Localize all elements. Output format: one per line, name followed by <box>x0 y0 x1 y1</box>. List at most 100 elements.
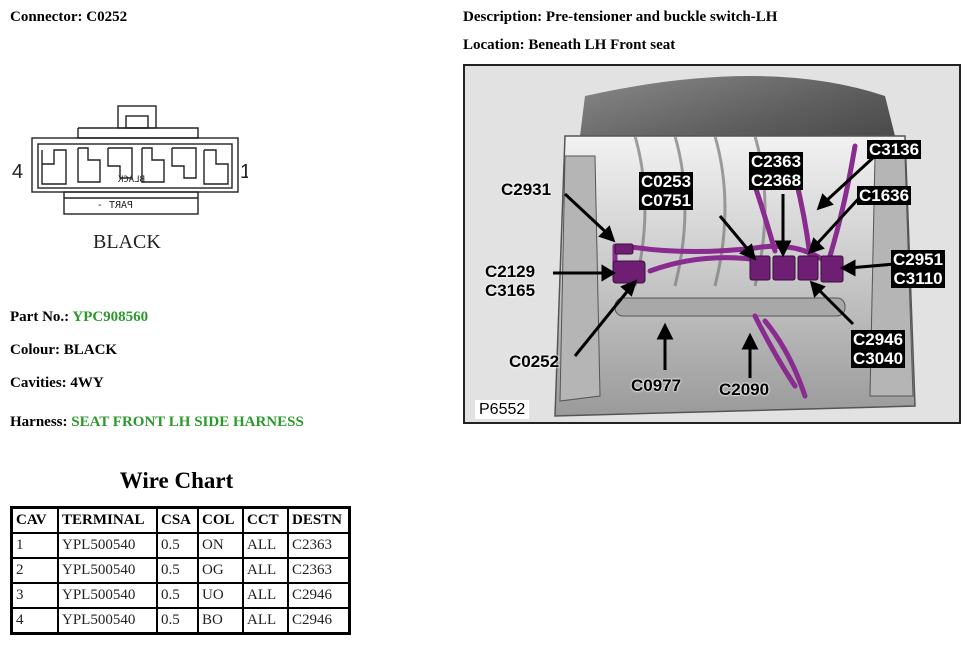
col-header-cct: CCT <box>242 506 289 534</box>
cell-cav: 1 <box>10 532 59 559</box>
cell-terminal: YPL500540 <box>57 557 158 584</box>
callout-c2951-c3110[interactable]: C2951 C3110 <box>891 250 946 288</box>
cavity-1 <box>203 149 229 185</box>
callout-c3110: C3110 <box>893 269 943 288</box>
connector-c2363[interactable] <box>772 255 796 281</box>
callout-arrows <box>553 154 896 378</box>
table-row: 1 YPL500540 0.5 ON ALL C2363 <box>10 532 351 559</box>
connector-header: Connector: C0252 <box>10 9 127 26</box>
callout-c2090[interactable]: C2090 <box>719 380 770 399</box>
cell-terminal: YPL500540 <box>57 582 158 609</box>
harness-label: Harness: <box>10 414 68 430</box>
pin-1-label: 1 <box>240 161 248 183</box>
part-number-label: Part No.: <box>10 309 70 325</box>
cavities-label: Cavities: <box>10 375 67 391</box>
seat-crossbar <box>614 297 846 317</box>
cell-csa: 0.5 <box>156 557 199 584</box>
cell-destn: C2946 <box>287 607 351 635</box>
cavity-3 <box>77 147 101 183</box>
part-number-line: Part No.: YPC908560 <box>10 309 148 326</box>
callout-c0253-c0751[interactable]: C0253 C0751 <box>639 172 694 210</box>
cell-csa: 0.5 <box>156 607 199 635</box>
callout-c0751: C0751 <box>641 191 692 210</box>
callout-c0252[interactable]: C0252 <box>509 352 560 371</box>
col-header-csa: CSA <box>156 506 199 534</box>
callout-c3136[interactable]: C3136 <box>867 140 922 159</box>
cell-col: BO <box>197 607 244 635</box>
cavities-line: Cavities: 4WY <box>10 375 104 392</box>
cell-terminal: YPL500540 <box>57 532 158 559</box>
wire-chart-header-row: CAV TERMINAL CSA COL CCT DESTN <box>10 506 351 534</box>
callout-c2129: C2129 <box>485 262 536 281</box>
callout-c3040: C3040 <box>853 349 904 368</box>
cell-csa: 0.5 <box>156 532 199 559</box>
cell-terminal: YPL500540 <box>57 607 158 635</box>
description-value: Pre-tensioner and buckle switch-LH <box>545 9 778 25</box>
cell-destn: C2363 <box>287 557 351 584</box>
location-label: Location: <box>463 37 525 53</box>
pin-4-label: 4 <box>12 161 23 183</box>
wire-chart-title: Wire Chart <box>119 468 234 493</box>
cell-col: ON <box>197 532 244 559</box>
colour-line: Colour: BLACK <box>10 342 117 359</box>
cell-col: UO <box>197 582 244 609</box>
colour-value: BLACK <box>63 342 118 358</box>
harness-line: Harness: SEAT FRONT LH SIDE HARNESS <box>10 414 304 431</box>
callout-c2951: C2951 <box>893 250 944 269</box>
description-label: Description: <box>463 9 543 25</box>
cavity-2 <box>141 147 165 183</box>
callout-c2129-c3165[interactable]: C2129 C3165 <box>485 262 535 300</box>
cell-cav: 3 <box>10 582 59 609</box>
cell-col: OG <box>197 557 244 584</box>
callout-c2946-c3040[interactable]: C2946 C3040 <box>851 330 906 368</box>
location-line: Location: Beneath LH Front seat <box>463 37 675 54</box>
callout-c2946: C2946 <box>853 330 904 349</box>
connector-mould-text: PART - <box>97 200 133 211</box>
connector-colour-caption: BLACK <box>93 231 161 253</box>
callout-c3165: C3165 <box>485 281 536 300</box>
cell-destn: C2946 <box>287 582 351 609</box>
location-photo: .co { position: absolute; font-family: "… <box>463 64 961 424</box>
cell-cav: 2 <box>10 557 59 584</box>
connector-c2951[interactable] <box>820 255 844 283</box>
callout-c2368: C2368 <box>751 171 802 190</box>
svg-text:BLACK: BLACK <box>117 175 145 185</box>
table-row: 3 YPL500540 0.5 UO ALL C2946 <box>10 582 351 609</box>
cell-cct: ALL <box>242 532 289 559</box>
table-row: 4 YPL500540 0.5 BO ALL C2946 <box>10 607 351 635</box>
cavities-value: 4WY <box>70 375 104 391</box>
cell-destn: C2363 <box>287 532 351 559</box>
table-row: 2 YPL500540 0.5 OG ALL C2363 <box>10 557 351 584</box>
connector-c2931[interactable] <box>614 243 634 255</box>
cell-csa: 0.5 <box>156 582 199 609</box>
cavity-4 <box>41 149 67 185</box>
connector-face-diagram: PART - BLACK 4 1 BLACK <box>12 105 248 253</box>
cell-cct: ALL <box>242 607 289 635</box>
callout-c2931[interactable]: C2931 <box>501 180 552 199</box>
connector-lower-tab <box>63 191 199 215</box>
cell-cct: ALL <box>242 557 289 584</box>
callout-c2363-c2368[interactable]: C2363 C2368 <box>749 152 804 190</box>
col-header-terminal: TERMINAL <box>57 506 158 534</box>
callout-c2363: C2363 <box>751 152 802 171</box>
connector-latch <box>117 105 157 129</box>
location-value: Beneath LH Front seat <box>528 37 676 53</box>
colour-label: Colour: <box>10 342 60 358</box>
col-header-destn: DESTN <box>287 506 351 534</box>
col-header-col: COL <box>197 506 244 534</box>
description-line: Description: Pre-tensioner and buckle sw… <box>463 9 777 26</box>
callout-c0253: C0253 <box>641 172 692 191</box>
cell-cav: 4 <box>10 607 59 635</box>
harness-value[interactable]: SEAT FRONT LH SIDE HARNESS <box>71 414 304 430</box>
connector-c1636[interactable] <box>797 255 819 281</box>
left-seat-rail <box>559 155 601 402</box>
connector-c0253[interactable] <box>749 255 771 281</box>
part-number-value[interactable]: YPC908560 <box>72 309 149 325</box>
callout-c0977[interactable]: C0977 <box>631 376 682 395</box>
cell-cct: ALL <box>242 582 289 609</box>
photo-reference: P6552 <box>475 400 530 419</box>
col-header-cav: CAV <box>10 506 59 534</box>
callout-c1636[interactable]: C1636 <box>857 186 912 205</box>
connector-id: C0252 <box>86 9 128 25</box>
connector-c2129[interactable] <box>612 260 646 284</box>
